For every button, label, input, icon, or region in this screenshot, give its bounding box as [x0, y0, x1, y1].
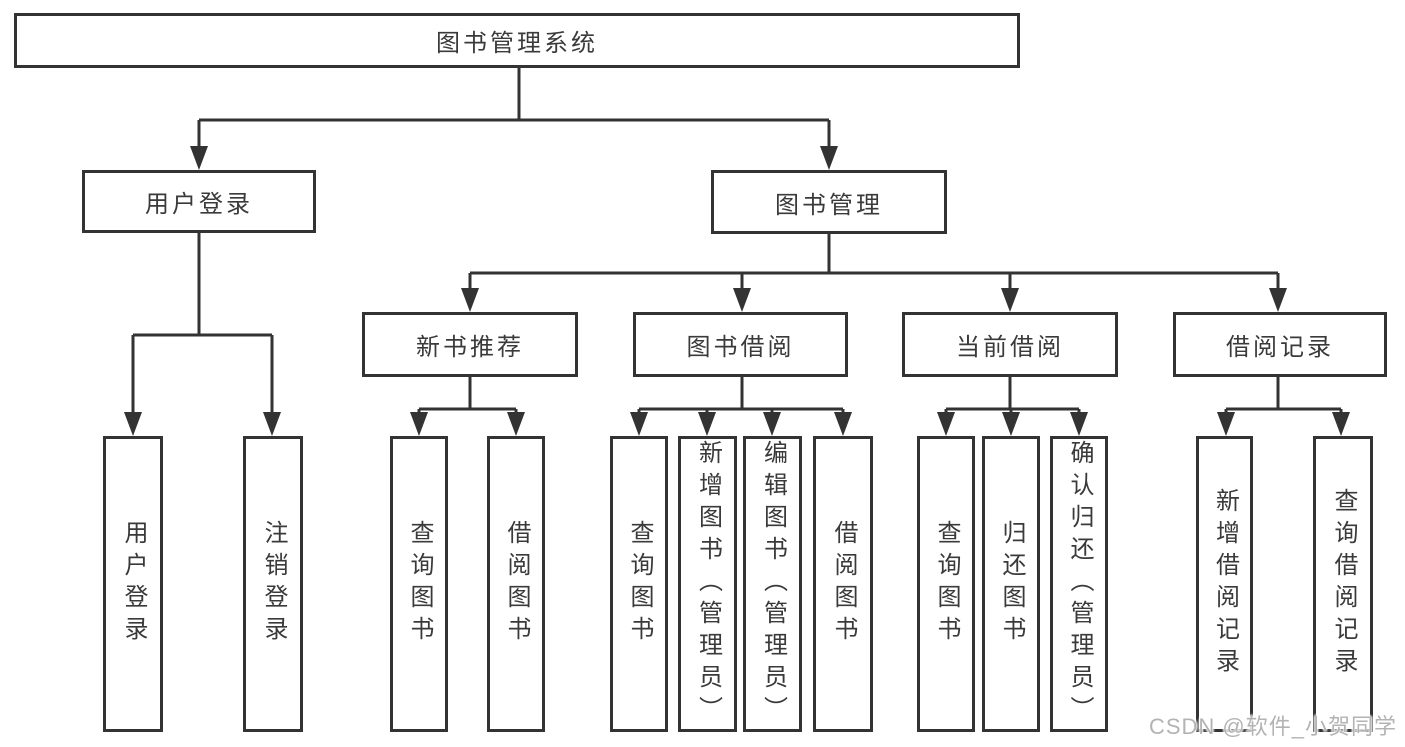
- node-book-mgmt: 图书管理: [711, 170, 947, 234]
- node-cb-confirm-return-admin: 确认归还（管理员）: [1050, 436, 1108, 732]
- node-nbr-query-books: 查询图书: [390, 436, 448, 732]
- connector-root-to-level2: [197, 68, 831, 148]
- node-book-mgmt-label: 图书管理: [775, 191, 883, 219]
- node-br-query-record-label: 查询借阅记录: [1330, 488, 1357, 680]
- node-bb-add-books-admin-label: 新增图书（管理员）: [694, 440, 722, 728]
- connector-book-mgmt-to-level3: [468, 234, 1280, 290]
- connector-book-borrow-to-children: [637, 377, 845, 413]
- node-bb-add-books-admin: 新增图书（管理员）: [678, 436, 737, 732]
- node-new-book-recommend-label: 新书推荐: [416, 334, 524, 361]
- node-current-borrow: 当前借阅: [902, 312, 1118, 377]
- node-logout-action: 注销登录: [243, 436, 303, 732]
- node-br-add-record: 新增借阅记录: [1196, 436, 1253, 732]
- node-cb-confirm-return-admin-label: 确认归还（管理员）: [1066, 440, 1093, 728]
- node-user-login-label: 用户登录: [145, 191, 253, 218]
- node-book-borrow-label: 图书借阅: [686, 334, 795, 361]
- node-bb-edit-books-admin-label: 编辑图书（管理员）: [759, 440, 787, 728]
- node-bb-borrow-books-label: 借阅图书: [830, 520, 857, 648]
- node-bb-query-books: 查询图书: [610, 436, 668, 732]
- node-root-label: 图书管理系统: [436, 30, 598, 57]
- connector-borrow-records-to-children: [1224, 377, 1343, 413]
- node-bb-query-books-label: 查询图书: [626, 520, 653, 648]
- node-bb-edit-books-admin: 编辑图书（管理员）: [743, 436, 802, 732]
- node-user-login-action-label: 用户登录: [120, 520, 147, 648]
- node-cb-return-books: 归还图书: [982, 436, 1040, 732]
- node-nbr-query-books-label: 查询图书: [406, 520, 433, 648]
- connector-new-book-rec-to-children: [417, 377, 518, 413]
- node-cb-query-books-label: 查询图书: [933, 520, 960, 648]
- csdn-watermark: CSDN @软件_小贺同学: [1148, 714, 1397, 739]
- node-bb-borrow-books: 借阅图书: [813, 436, 873, 732]
- node-new-book-recommend: 新书推荐: [362, 312, 578, 377]
- node-borrow-records-label: 借阅记录: [1226, 334, 1334, 361]
- arrowheads: [124, 146, 1350, 436]
- node-nbr-borrow-books: 借阅图书: [487, 436, 545, 732]
- node-user-login-action: 用户登录: [103, 436, 163, 732]
- node-cb-return-books-label: 归还图书: [998, 520, 1025, 648]
- node-borrow-records: 借阅记录: [1173, 312, 1387, 377]
- node-cb-query-books: 查询图书: [917, 436, 975, 732]
- connector-current-borrow-to-children: [944, 377, 1081, 413]
- node-br-query-record: 查询借阅记录: [1313, 436, 1373, 732]
- node-current-borrow-label: 当前借阅: [956, 334, 1064, 361]
- node-nbr-borrow-books-label: 借阅图书: [503, 520, 530, 648]
- connector-user-login-to-children: [131, 233, 274, 413]
- node-logout-action-label: 注销登录: [260, 520, 287, 648]
- node-root: 图书管理系统: [14, 13, 1020, 68]
- node-user-login: 用户登录: [82, 170, 316, 233]
- node-book-borrow: 图书借阅: [633, 312, 848, 377]
- node-br-add-record-label: 新增借阅记录: [1211, 488, 1239, 680]
